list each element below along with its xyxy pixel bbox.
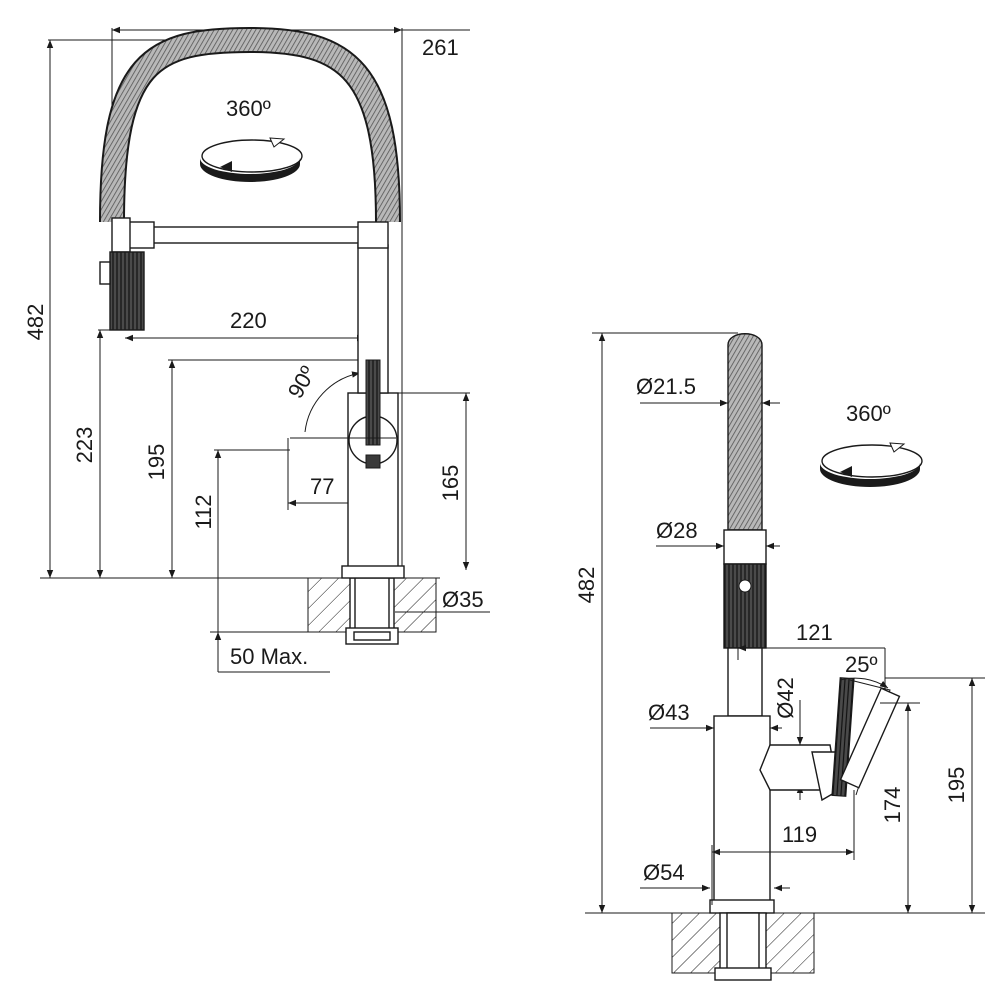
dim-base-height: 165 [438, 465, 463, 502]
spray-arm [151, 226, 365, 244]
dim-lever-offset: 77 [310, 474, 334, 499]
rotation-arrow-icon [200, 137, 303, 182]
dim-hose-reach: 220 [230, 308, 267, 333]
countertop-section-right [393, 577, 437, 633]
dim-lever-height: 195 [144, 444, 169, 481]
side-dim-lever-reach: 121 [796, 620, 833, 645]
side-dim-lever-height: 195 [944, 767, 969, 804]
dim-hole-diameter: Ø35 [442, 587, 484, 612]
front-rotation-label: 360º [226, 96, 271, 121]
side-countertop-left [671, 912, 721, 974]
side-faucet-body [713, 715, 771, 913]
side-dim-overall-height: 482 [574, 567, 599, 604]
front-view: 261 482 223 195 112 50 Max. 220 165 77 9 [23, 26, 490, 673]
side-dim-hose-diameter: Ø28 [656, 518, 698, 543]
dim-lever-angle: 90º [283, 362, 321, 403]
side-view: 482 360º Ø21.5 Ø28 121 [574, 332, 985, 981]
rotation-arrow-icon [820, 442, 923, 487]
side-dim-lever-angle: 25º [845, 652, 878, 677]
side-dim-lever-diameter: Ø42 [773, 677, 798, 719]
side-countertop-right [765, 912, 815, 974]
side-spray-grip [723, 563, 767, 649]
side-dim-spout-diameter: Ø21.5 [636, 374, 696, 399]
dim-body-height: 112 [191, 494, 216, 529]
dim-spout-height: 223 [72, 427, 97, 464]
dim-deck-thickness: 50 Max. [230, 644, 308, 669]
side-rotation-label: 360º [846, 401, 891, 426]
side-dim-lever-offset: 119 [782, 822, 817, 847]
spray-head [109, 251, 145, 331]
lever-handle [365, 359, 381, 446]
side-dim-lever-base-height: 174 [880, 787, 905, 824]
dim-overall-height: 482 [23, 304, 48, 341]
side-dim-body-diameter: Ø43 [648, 700, 690, 725]
side-dim-base-diameter: Ø54 [643, 860, 685, 885]
dim-overall-width: 261 [422, 35, 459, 60]
countertop-section-left [307, 577, 351, 633]
side-spout [727, 333, 763, 531]
